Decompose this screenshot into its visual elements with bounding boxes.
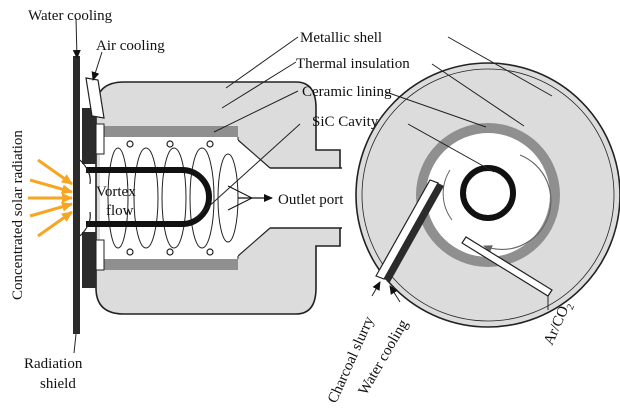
sic-cavity-front <box>460 165 516 221</box>
label-air-cooling: Air cooling <box>96 38 165 54</box>
solar-radiation-arrows <box>28 158 73 238</box>
ar-co2-tube <box>461 236 553 297</box>
label-concentrated-solar-radiation: Concentrated solar radiation <box>10 130 26 300</box>
label-sic-cavity: SiC Cavity <box>312 114 379 130</box>
label-vortex: Vortex <box>96 184 136 200</box>
aperture-ring-bottom <box>82 232 96 288</box>
label-ar-co-sub: 2 <box>565 302 577 311</box>
label-outlet-port: Outlet port <box>278 192 344 208</box>
label-shield: shield <box>40 376 76 392</box>
ceramic-lining-top <box>100 126 238 137</box>
label-water-cooling-top: Water cooling <box>28 8 113 24</box>
swirl-arrow <box>483 154 552 253</box>
leader-lines <box>72 17 553 354</box>
label-metallic-shell: Metallic shell <box>300 30 382 46</box>
ceramic-lining-bottom <box>100 259 238 270</box>
cooling-passages <box>126 140 214 256</box>
cavity-interior <box>100 137 238 259</box>
cavity-front <box>426 133 550 257</box>
label-ceramic-lining: Ceramic lining <box>302 84 392 100</box>
front-section <box>355 62 620 328</box>
label-flow: flow <box>106 203 134 219</box>
radiation-shield-plate <box>73 56 80 334</box>
label-radiation: Radiation <box>24 356 83 372</box>
aperture-ring-top <box>82 108 96 164</box>
label-thermal-insulation: Thermal insulation <box>296 56 410 72</box>
sic-cavity-tube <box>86 167 212 227</box>
